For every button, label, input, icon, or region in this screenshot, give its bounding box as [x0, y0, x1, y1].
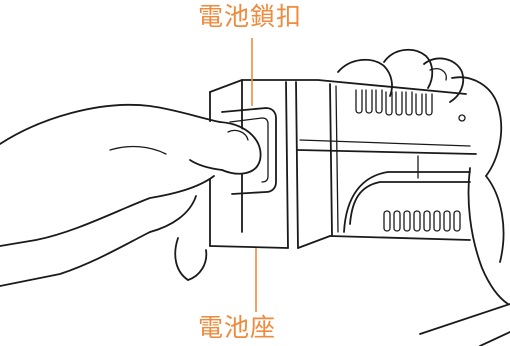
left-hand — [0, 105, 261, 286]
battery-latch-label: 電池鎖扣 — [198, 2, 302, 32]
battery-base-label: 電池座 — [198, 313, 276, 343]
right-hand — [338, 50, 510, 346]
